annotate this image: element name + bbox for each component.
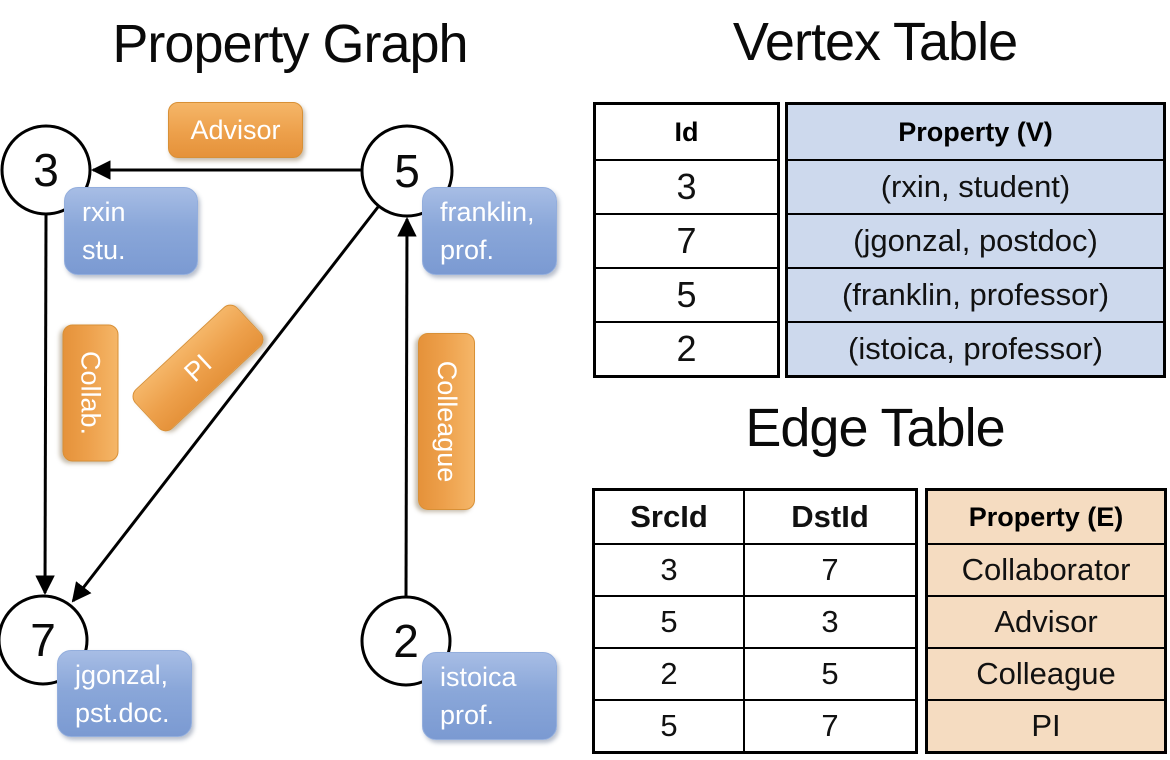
node-3-properties-label: rxin stu. [64, 187, 198, 275]
vertex-table-id-column: Id 3 7 5 2 [593, 102, 780, 378]
vertex-header-property: Property (V) [788, 105, 1163, 159]
node-3-id: 3 [33, 144, 59, 196]
node-2-properties-label: istoica prof. [422, 652, 557, 740]
table-cell: 5 [595, 699, 743, 751]
node-5-id: 5 [394, 145, 420, 197]
edge-header-srcid: SrcId [630, 499, 708, 534]
node-7-properties-label: jgonzal, pst.doc. [57, 650, 192, 737]
graph-edges-svg [0, 124, 454, 687]
table-cell: 3 [595, 543, 743, 595]
table-cell: 2 [596, 321, 777, 375]
table-cell: 2 [595, 647, 743, 699]
edge-table: SrcId DstId 3 7 5 3 2 5 5 7 Property (E)… [592, 488, 1167, 754]
edge-line-colleague-2-to-5 [397, 217, 417, 597]
edge-table-property-column: Property (E) Collaborator Advisor Collea… [925, 488, 1167, 754]
node-5-properties-label: franklin, prof. [422, 187, 557, 275]
edge-table-id-columns: SrcId DstId 3 7 5 3 2 5 5 7 [592, 488, 918, 754]
table-cell: (rxin, student) [788, 159, 1163, 213]
label-line: jgonzal, [75, 660, 169, 690]
table-cell: Collaborator [928, 543, 1164, 595]
table-cell: (jgonzal, postdoc) [788, 213, 1163, 267]
edge-line-collab-3-to-7 [35, 214, 55, 595]
label-line: pst.doc. [75, 698, 170, 728]
vertex-table: Id 3 7 5 2 Property (V) (rxin, student) … [593, 102, 1166, 378]
vertex-header-id: Id [674, 116, 699, 147]
table-cell: Colleague [928, 647, 1164, 699]
table-cell: PI [928, 699, 1164, 751]
node-7-id: 7 [30, 614, 56, 666]
vertex-table-property-column: Property (V) (rxin, student) (jgonzal, p… [785, 102, 1166, 378]
table-cell: 3 [743, 595, 915, 647]
edge-label-collab: Collab. [62, 324, 119, 462]
label-line: prof. [440, 235, 495, 265]
table-cell: 7 [743, 543, 915, 595]
table-cell: 5 [596, 267, 777, 321]
label-line: franklin, [440, 197, 535, 227]
table-cell: 5 [595, 595, 743, 647]
edge-header-dstid: DstId [743, 491, 915, 543]
label-line: istoica [440, 662, 517, 692]
table-cell: (istoica, professor) [788, 321, 1163, 375]
label-line: rxin [82, 197, 126, 227]
table-cell: (franklin, professor) [788, 267, 1163, 321]
table-cell: 7 [743, 699, 915, 751]
vertex-table-title: Vertex Table [732, 12, 1018, 72]
label-line: prof. [440, 700, 495, 730]
table-cell: Advisor [928, 595, 1164, 647]
table-cell: 5 [743, 647, 915, 699]
edge-label-advisor: Advisor [168, 102, 303, 158]
table-cell: 7 [596, 213, 777, 267]
edge-header-property: Property (E) [928, 491, 1164, 543]
table-cell: 3 [596, 159, 777, 213]
edge-table-title: Edge Table [745, 398, 1005, 458]
node-2-id: 2 [393, 615, 419, 667]
label-line: stu. [82, 235, 126, 265]
property-graph-title: Property Graph [112, 14, 468, 74]
edge-line-pi-5-to-7 [71, 206, 380, 603]
edge-label-colleague: Colleague [418, 333, 475, 510]
